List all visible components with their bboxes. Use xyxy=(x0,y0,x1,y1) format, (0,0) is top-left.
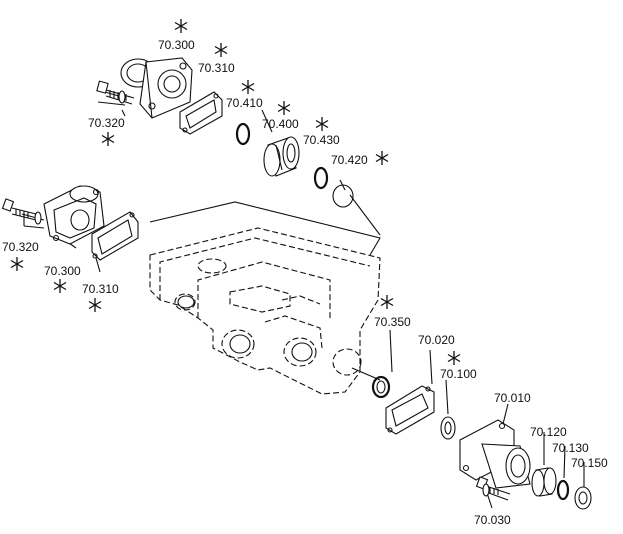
label-70-320-top: 70.320 xyxy=(88,116,125,130)
seal-70-100 xyxy=(440,416,456,440)
label-70-320-left: 70.320 xyxy=(2,240,39,254)
asterisk-icon xyxy=(241,79,255,95)
label-70-030: 70.030 xyxy=(474,513,511,527)
seal-70-150 xyxy=(574,486,592,510)
bolt-top xyxy=(96,80,135,105)
flange-housing-left xyxy=(43,185,105,245)
flange-housing-top xyxy=(120,57,193,119)
asterisk-icon xyxy=(380,294,394,310)
label-70-020: 70.020 xyxy=(418,333,455,347)
asterisk-icon xyxy=(315,116,329,132)
label-70-300-top: 70.300 xyxy=(158,38,195,52)
asterisk-icon xyxy=(174,18,188,34)
part-labels: 70.300 70.310 70.320 70.410 70.400 70.43… xyxy=(2,38,608,527)
label-70-120: 70.120 xyxy=(530,425,567,439)
label-70-010: 70.010 xyxy=(494,391,531,405)
o-ring-70-410 xyxy=(235,122,251,146)
label-70-130: 70.130 xyxy=(552,441,589,455)
asterisk-icon xyxy=(53,278,67,294)
bearing-70-120 xyxy=(531,467,557,497)
asterisk-icon xyxy=(375,150,389,166)
label-70-350: 70.350 xyxy=(374,315,411,329)
label-70-410: 70.410 xyxy=(226,96,263,110)
asterisk-icon xyxy=(277,100,291,116)
asterisk-icon xyxy=(101,131,115,147)
ring-70-350 xyxy=(371,375,391,399)
gasket-70-020 xyxy=(385,385,435,435)
label-70-310-top: 70.310 xyxy=(198,61,235,75)
asterisk-icon xyxy=(447,350,461,366)
ring-70-430 xyxy=(313,166,329,190)
label-70-430: 70.430 xyxy=(303,133,340,147)
label-70-400: 70.400 xyxy=(262,117,299,131)
ring-70-420 xyxy=(332,184,354,208)
asterisk-icon xyxy=(10,256,24,272)
flange-cover-70-010 xyxy=(459,419,531,489)
bolt-70-030 xyxy=(475,476,511,501)
asterisk-icon xyxy=(88,297,102,313)
asterisk-icon xyxy=(214,42,228,58)
label-70-100: 70.100 xyxy=(440,367,477,381)
gearbox-housing xyxy=(149,227,381,395)
label-70-310-left: 70.310 xyxy=(82,282,119,296)
gasket-top xyxy=(179,91,223,135)
gasket-left xyxy=(91,211,139,261)
bolt-left xyxy=(1,198,42,225)
label-70-300-left: 70.300 xyxy=(44,264,81,278)
ring-70-130 xyxy=(556,479,570,501)
bushing-70-400 xyxy=(263,136,300,177)
label-70-150: 70.150 xyxy=(571,456,608,470)
label-70-420: 70.420 xyxy=(331,153,368,167)
